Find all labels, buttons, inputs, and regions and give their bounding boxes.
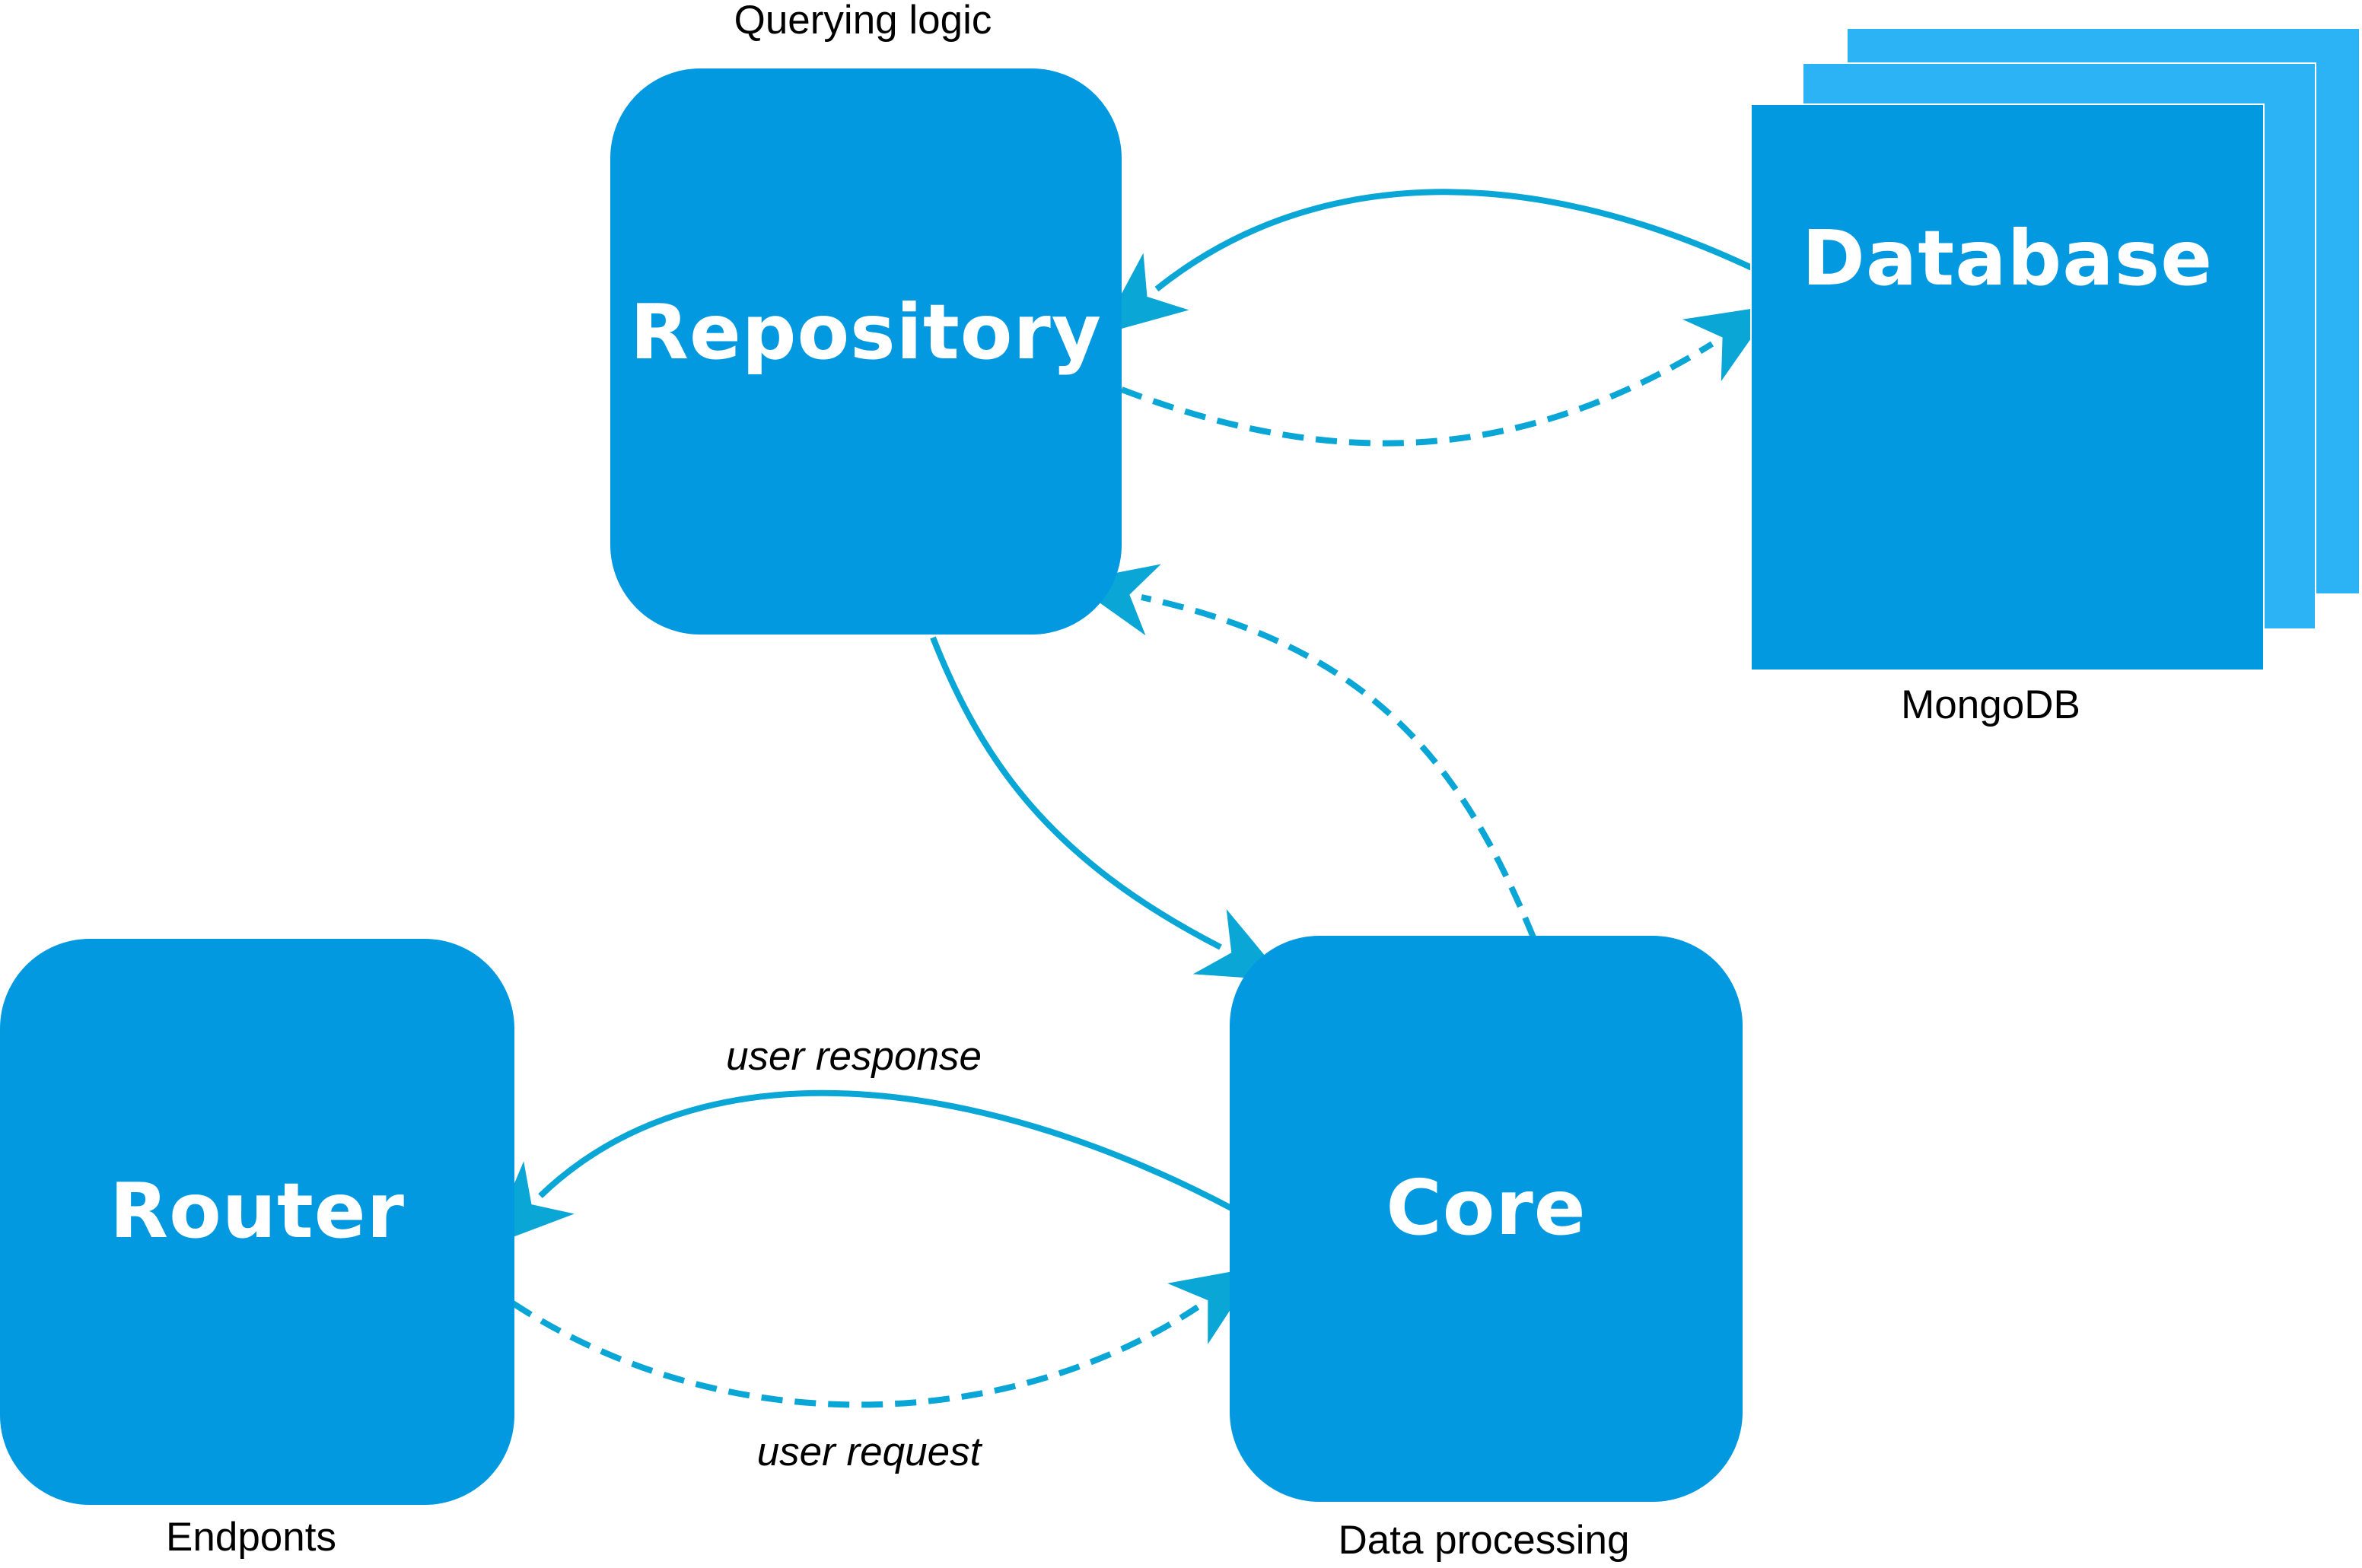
database-caption: MongoDB	[1901, 682, 2080, 727]
core-node[interactable]: Core	[1230, 936, 1743, 1502]
edge-label-user-response: user response	[726, 1034, 982, 1079]
repository-caption: Querying logic	[734, 0, 992, 43]
router-caption: Endponts	[166, 1515, 336, 1560]
edge-repository-to-database	[1120, 305, 1775, 447]
edge-label-user-request: user request	[756, 1430, 982, 1474]
database-node[interactable]: Database	[1750, 27, 2362, 673]
edge-core-to-repository	[1070, 564, 1536, 939]
edge-database-to-repository	[1099, 189, 1753, 335]
core-title: Core	[1386, 1162, 1587, 1252]
edge-core-to-router	[487, 1089, 1233, 1247]
database-sheet-front: Database	[1750, 103, 2265, 671]
edge-repository-to-core	[930, 636, 1286, 981]
repository-node[interactable]: Repository	[610, 68, 1122, 635]
router-node[interactable]: Router	[0, 939, 514, 1505]
edge-router-to-core	[511, 1266, 1259, 1408]
repository-title: Repository	[630, 287, 1102, 377]
core-caption: Data processing	[1338, 1518, 1630, 1563]
database-title: Database	[1801, 213, 2214, 303]
router-title: Router	[110, 1166, 405, 1255]
